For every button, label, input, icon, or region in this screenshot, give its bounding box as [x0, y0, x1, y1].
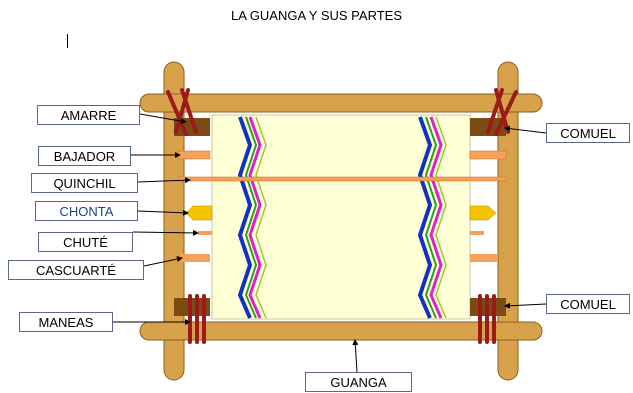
- label-amarre: AMARRE: [37, 105, 140, 125]
- cascuarte-right: [470, 254, 498, 262]
- chonta-right: [469, 205, 497, 221]
- leader-comuel-top: [504, 125, 547, 134]
- text-cursor: [67, 34, 68, 48]
- leader-chonta: [137, 209, 189, 216]
- chonta-left: [185, 205, 213, 221]
- maneas-right: [478, 294, 496, 344]
- label-chonta: CHONTA: [35, 201, 138, 221]
- zigzag-pattern-right: [417, 116, 447, 319]
- leader-guanga: [352, 339, 359, 373]
- chute-right: [470, 231, 484, 235]
- bajador-right: [469, 150, 507, 160]
- leader-amarre: [139, 113, 187, 125]
- label-comuel-bottom: COMUEL: [546, 294, 630, 314]
- leader-comuel-bottom: [504, 302, 547, 309]
- leader-chute: [132, 229, 199, 236]
- label-guanga: GUANGA: [305, 372, 412, 392]
- chute-left: [198, 231, 212, 235]
- label-chute: CHUTÉ: [38, 232, 133, 252]
- leader-quinchil: [137, 177, 191, 184]
- diagram-title: LA GUANGA Y SUS PARTES: [231, 8, 402, 23]
- label-maneas: MANEAS: [19, 312, 113, 332]
- label-cascuarte: CASCUARTÉ: [8, 260, 144, 280]
- amarre-tie-right: [486, 88, 518, 136]
- label-bajador: BAJADOR: [38, 146, 131, 166]
- leader-cascuarte: [143, 256, 183, 267]
- beam-bottom: [139, 321, 543, 341]
- beam-top: [139, 93, 543, 113]
- cascuarte-left: [180, 254, 210, 262]
- amarre-tie-left: [166, 88, 198, 136]
- label-quinchil: QUINCHIL: [31, 173, 138, 193]
- bajador-left: [177, 150, 211, 160]
- zigzag-pattern-left: [237, 116, 267, 319]
- quinchil-rod: [177, 176, 507, 182]
- label-comuel-top: COMUEL: [546, 123, 630, 143]
